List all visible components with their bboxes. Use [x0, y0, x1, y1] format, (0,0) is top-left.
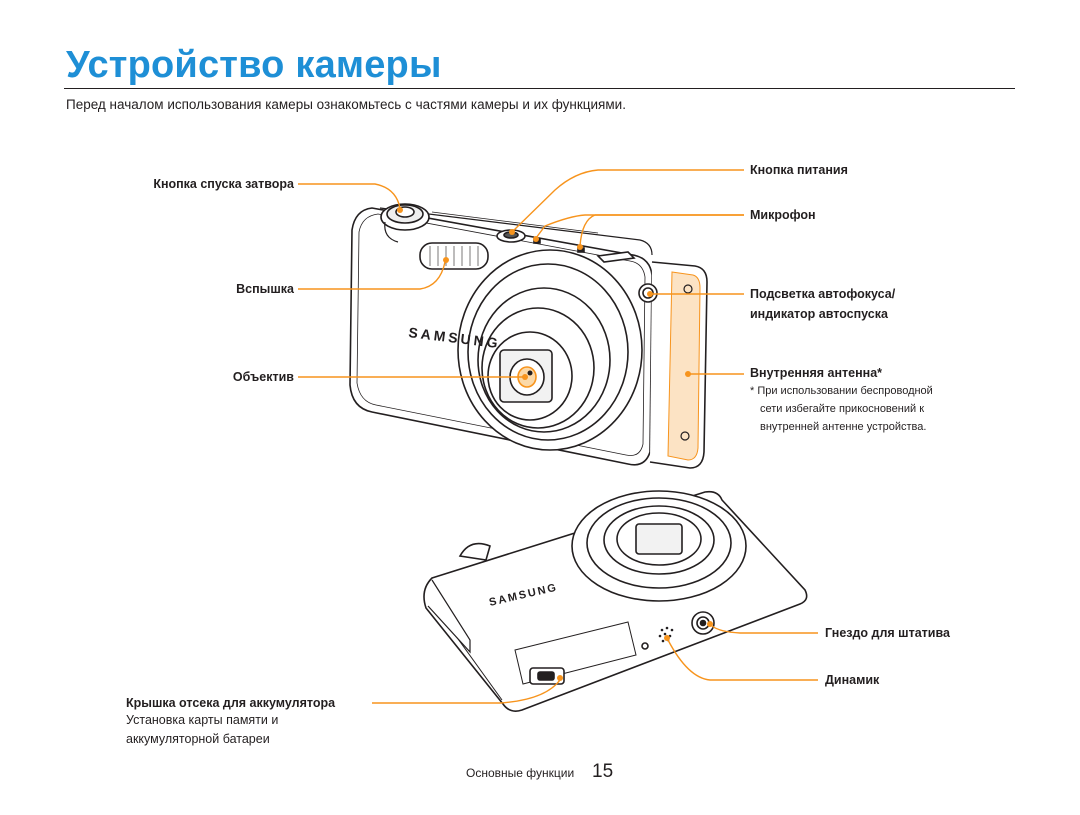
label-tripod-socket: Гнездо для штатива — [825, 626, 950, 640]
antenna-note-line2: сети избегайте прикосновений к — [760, 403, 925, 415]
label-speaker: Динамик — [825, 673, 880, 687]
intro-text: Перед началом использования камеры ознак… — [66, 97, 626, 112]
camera-front — [349, 203, 708, 469]
antenna-note-line3: внутренней антенне устройства. — [760, 421, 927, 433]
label-microphone: Микрофон — [750, 208, 816, 222]
battery-note-line2: аккумуляторной батареи — [126, 732, 270, 746]
label-flash: Вспышка — [236, 282, 294, 296]
footer-section: Основные функции — [466, 766, 575, 780]
battery-note-line1: Установка карты памяти и — [126, 713, 279, 727]
label-power-button: Кнопка питания — [750, 163, 848, 177]
camera-bottom — [423, 490, 808, 712]
title-rule — [64, 88, 1015, 89]
antenna-note-line1: * При использовании беспроводной — [750, 385, 933, 397]
page-number: 15 — [592, 761, 614, 782]
label-shutter-button: Кнопка спуска затвора — [153, 177, 294, 191]
label-antenna: Внутренняя антенна* — [750, 366, 883, 380]
label-af-lamp-line2: индикатор автоспуска — [750, 307, 888, 321]
label-lens: Объектив — [232, 370, 294, 384]
antenna-area — [667, 271, 701, 461]
callout-lines — [298, 169, 818, 704]
label-battery-cover: Крышка отсека для аккумулятора — [126, 696, 336, 710]
callout-dots — [397, 207, 713, 681]
page-title: Устройство камеры — [66, 44, 442, 86]
label-af-lamp-line1: Подсветка автофокуса/ — [750, 287, 896, 301]
